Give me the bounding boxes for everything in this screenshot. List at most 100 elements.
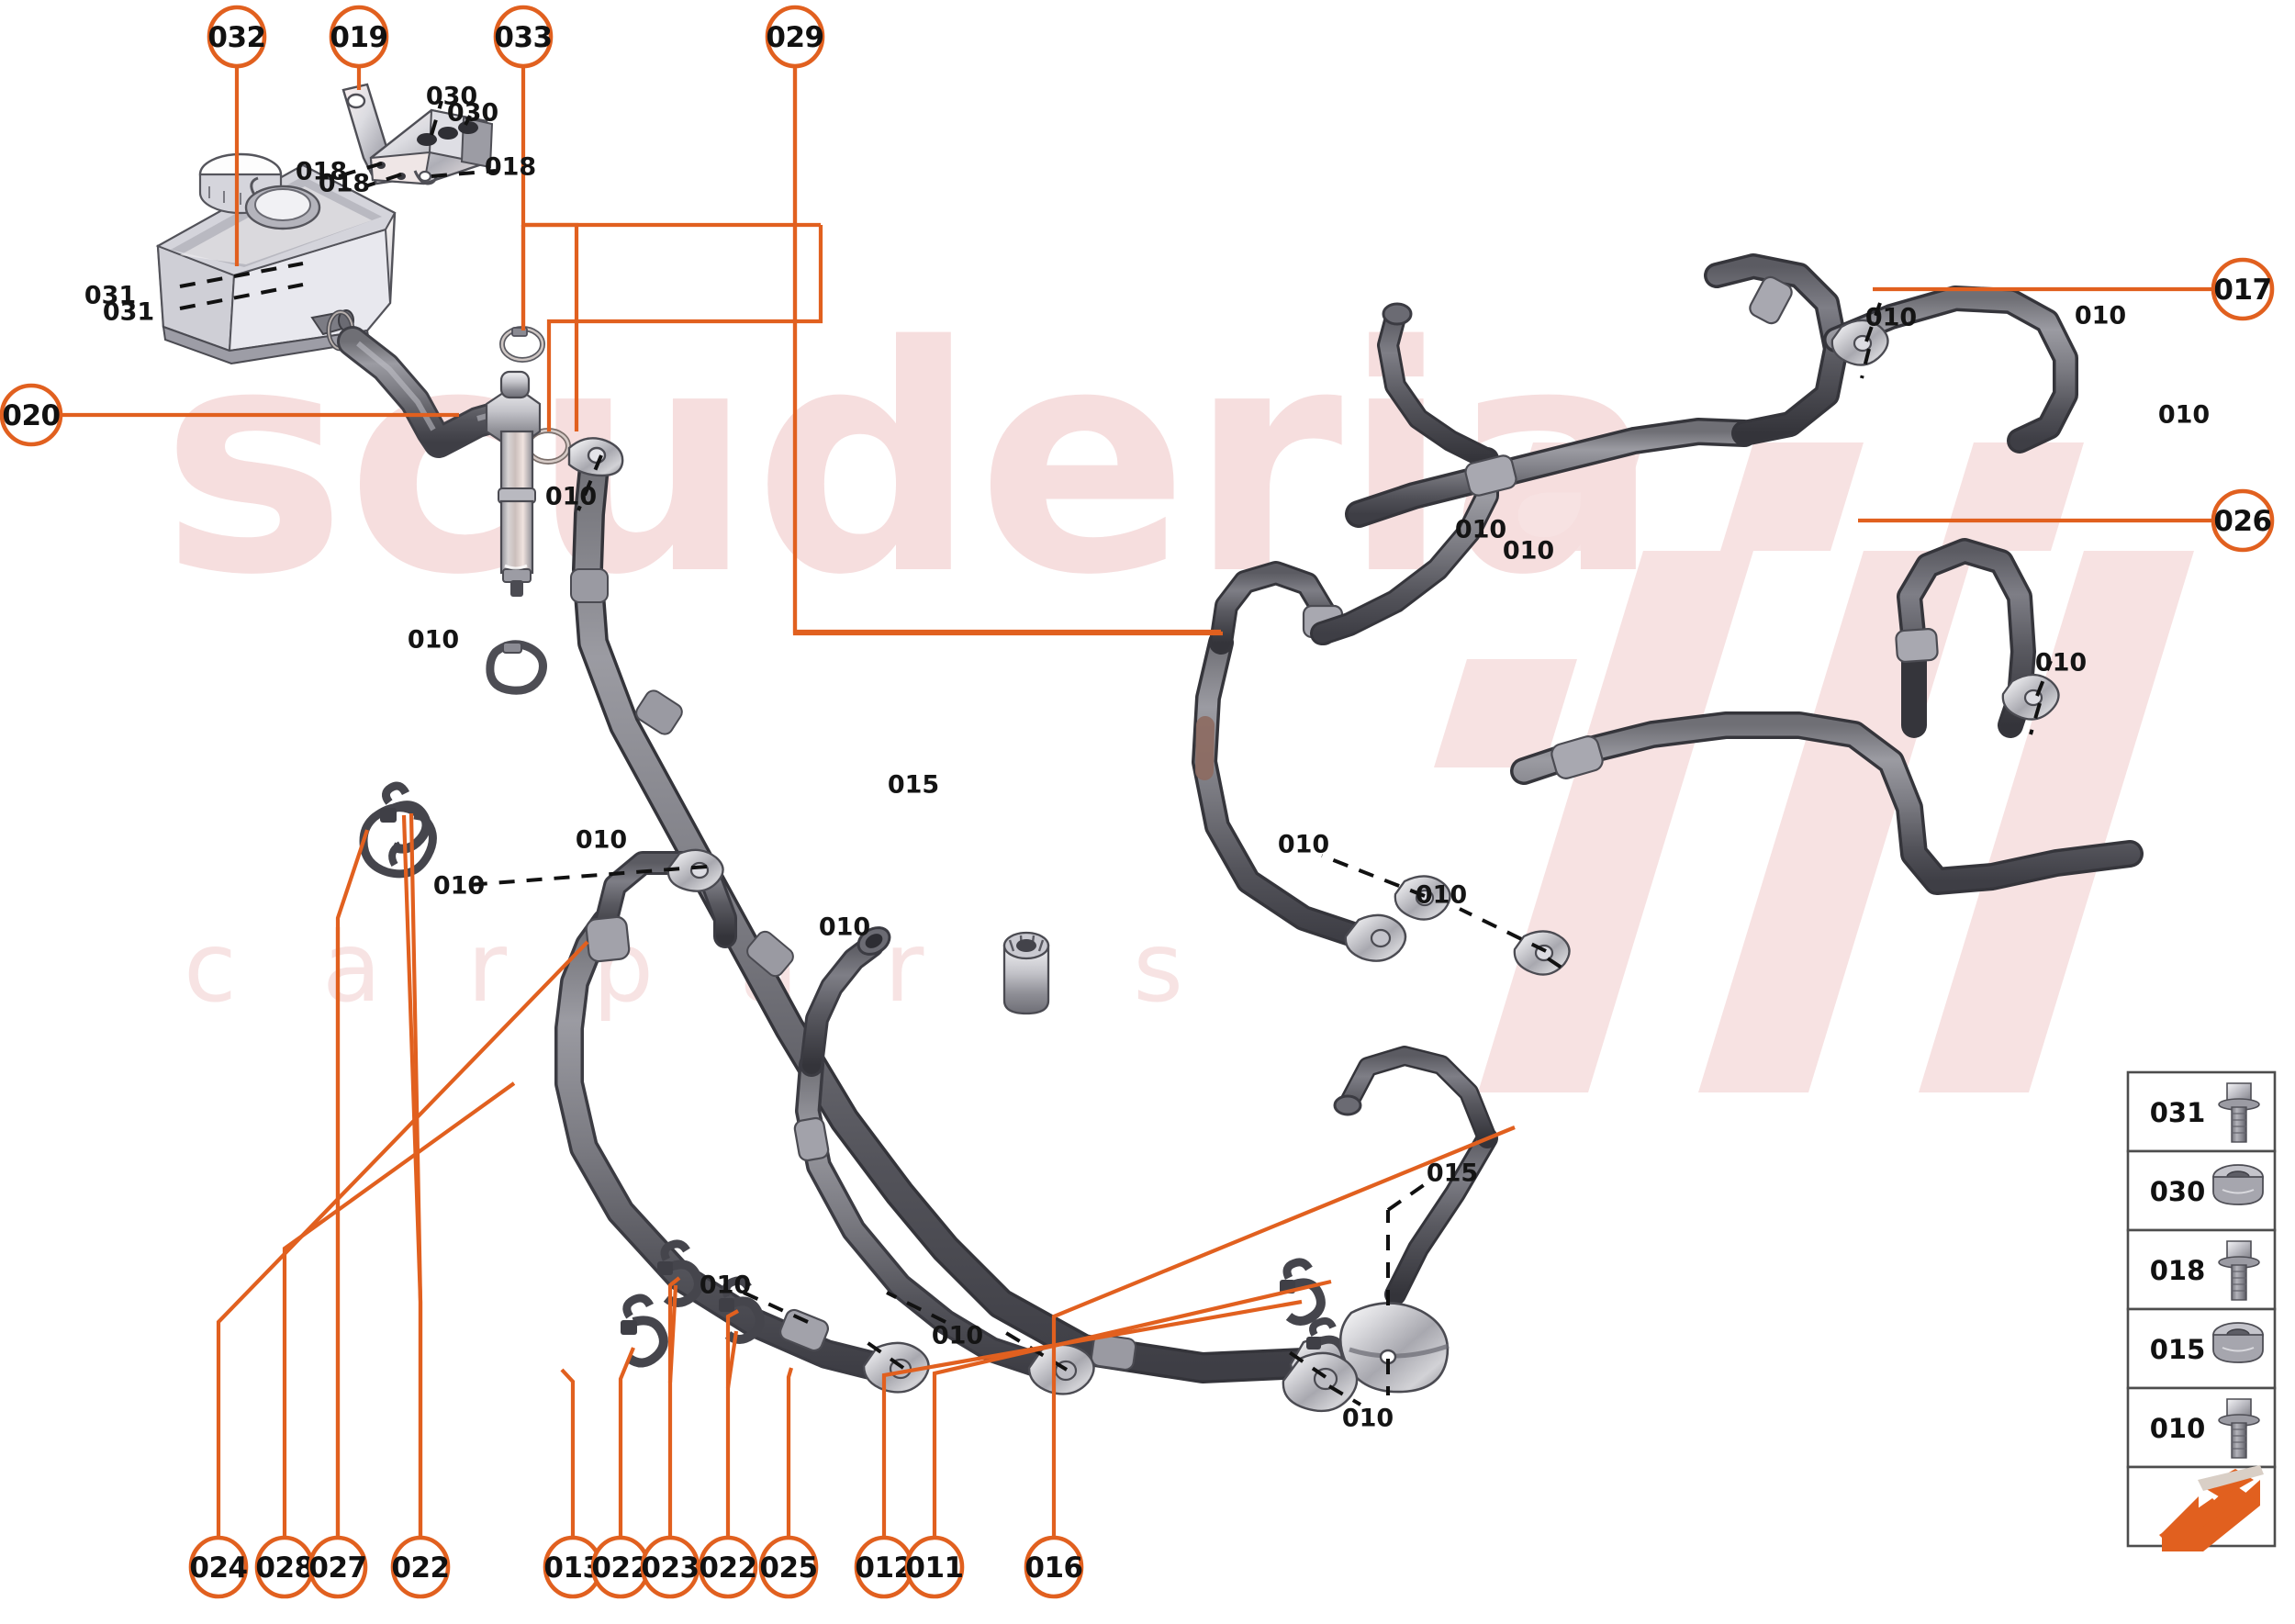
callout-033[interactable]: 033 [493,5,554,69]
label-010-mid: 010 [932,1322,983,1350]
part-029-hose [1192,561,1407,962]
flange-bolt-icon [2218,1082,2260,1143]
legend-row-flag[interactable] [2126,1465,2277,1551]
callout-032-label: 032 [207,21,265,54]
callout-012[interactable]: 012 [854,1535,914,1599]
label-010-c: 010 [2075,302,2126,330]
label-010-029-b: 010 [1416,881,1467,910]
part-026-hose [1510,538,2144,895]
part-clip-cluster-bottom [621,1239,1349,1378]
label-015: 015 [888,771,939,800]
callout-023[interactable]: 023 [640,1535,700,1599]
part-010-eyelet-group-centre [1394,875,1571,976]
legend-label-015: 015 [2150,1334,2206,1365]
legend-row-031[interactable]: 031 [2126,1070,2277,1153]
callout-024-label: 024 [189,1551,247,1585]
label-010-f: 010 [1503,537,1554,566]
label-031-b: 031 [103,298,154,327]
part-022-hose-clamp-loose [486,640,547,695]
legend-row-010[interactable]: 010 [2126,1386,2277,1469]
callout-022-b-label: 022 [591,1551,649,1585]
legend-row-015[interactable]: 015 [2126,1307,2277,1390]
callout-024[interactable]: 024 [188,1535,249,1599]
label-018-b: 018 [319,170,370,198]
label-010-h: 010 [576,826,627,855]
legend-label-018: 018 [2150,1255,2206,1286]
legend-row-018[interactable]: 018 [2126,1228,2277,1311]
flange-nut-icon [2212,1164,2264,1205]
callout-026[interactable]: 026 [2211,488,2275,553]
callout-029[interactable]: 029 [765,5,825,69]
callout-033-label: 033 [494,21,552,54]
part-central-filter-assembly [485,370,542,597]
callout-032[interactable]: 032 [207,5,267,69]
label-010-029-a: 010 [1278,831,1329,859]
callout-027[interactable]: 027 [308,1535,368,1599]
legend-label-031: 031 [2150,1097,2206,1128]
label-018-a: 018 [296,158,347,186]
callout-016[interactable]: 016 [1024,1535,1084,1599]
label-010-026: 010 [2035,649,2087,678]
flange-nut-icon [2212,1322,2264,1363]
callout-020[interactable]: 020 [0,383,63,447]
label-030-b: 030 [447,99,498,128]
callout-012-label: 012 [855,1551,912,1585]
part-019-mounting-bracket [341,83,497,188]
callout-029-label: 029 [766,21,823,54]
label-015-bracket: 015 [1427,1159,1478,1188]
part-013-hose [793,926,1095,1395]
label-010-e: 010 [1455,516,1506,544]
callout-011[interactable]: 011 [904,1535,965,1599]
callout-019[interactable]: 019 [329,5,389,69]
flange-bolt-icon [2218,1240,2260,1301]
label-030-a: 030 [426,83,477,111]
label-010-a: 010 [545,483,597,511]
callout-022-a[interactable]: 022 [390,1535,451,1599]
part-032-fluid-reservoir [155,152,397,365]
part-028-hose-clip [380,781,431,854]
callout-019-label: 019 [330,21,387,54]
part-017-hose [1345,253,2078,528]
leader-033-branches [521,222,579,431]
callout-017-label: 017 [2213,274,2271,307]
callout-011-label: 011 [905,1551,963,1585]
callout-022-c[interactable]: 022 [698,1535,758,1599]
part-011-012-eyelet-fittings [1282,1351,1359,1413]
callout-023-label: 023 [641,1551,699,1585]
callout-026-label: 026 [2213,505,2271,538]
label-010-b: 010 [408,626,459,655]
label-010-017: 010 [1865,304,1917,332]
part-029-hose-branch [1310,302,1499,645]
callout-022-b[interactable]: 022 [590,1535,651,1599]
label-031-a: 031 [84,282,136,310]
callout-016-label: 016 [1024,1551,1082,1585]
checkered-flag-watermark [1434,442,2194,1092]
callout-017[interactable]: 017 [2211,257,2275,321]
part-016-pipe-with-bracket [1333,1046,1498,1394]
callout-020-label: 020 [2,399,60,432]
callout-025[interactable]: 025 [758,1535,819,1599]
callout-028[interactable]: 028 [254,1535,315,1599]
part-024-return-hose [554,848,930,1394]
label-010-i: 010 [819,913,870,942]
checkered-flag-icon [2159,1465,2264,1551]
legend-label-010: 010 [2150,1413,2206,1444]
label-010-012: 010 [1342,1405,1394,1433]
flange-bolt-icon [2218,1398,2260,1459]
label-010-d: 010 [2158,401,2210,430]
callout-022-c-label: 022 [699,1551,756,1585]
callout-025-label: 025 [759,1551,817,1585]
callout-022-a-label: 022 [391,1551,449,1585]
leader-clip-cluster [667,1276,740,1388]
label-010-g: 010 [433,872,485,901]
legend-label-030: 030 [2150,1176,2206,1207]
legend-row-030[interactable]: 030 [2126,1149,2277,1232]
label-018-c: 018 [485,153,536,182]
label-010-024: 010 [700,1271,751,1300]
